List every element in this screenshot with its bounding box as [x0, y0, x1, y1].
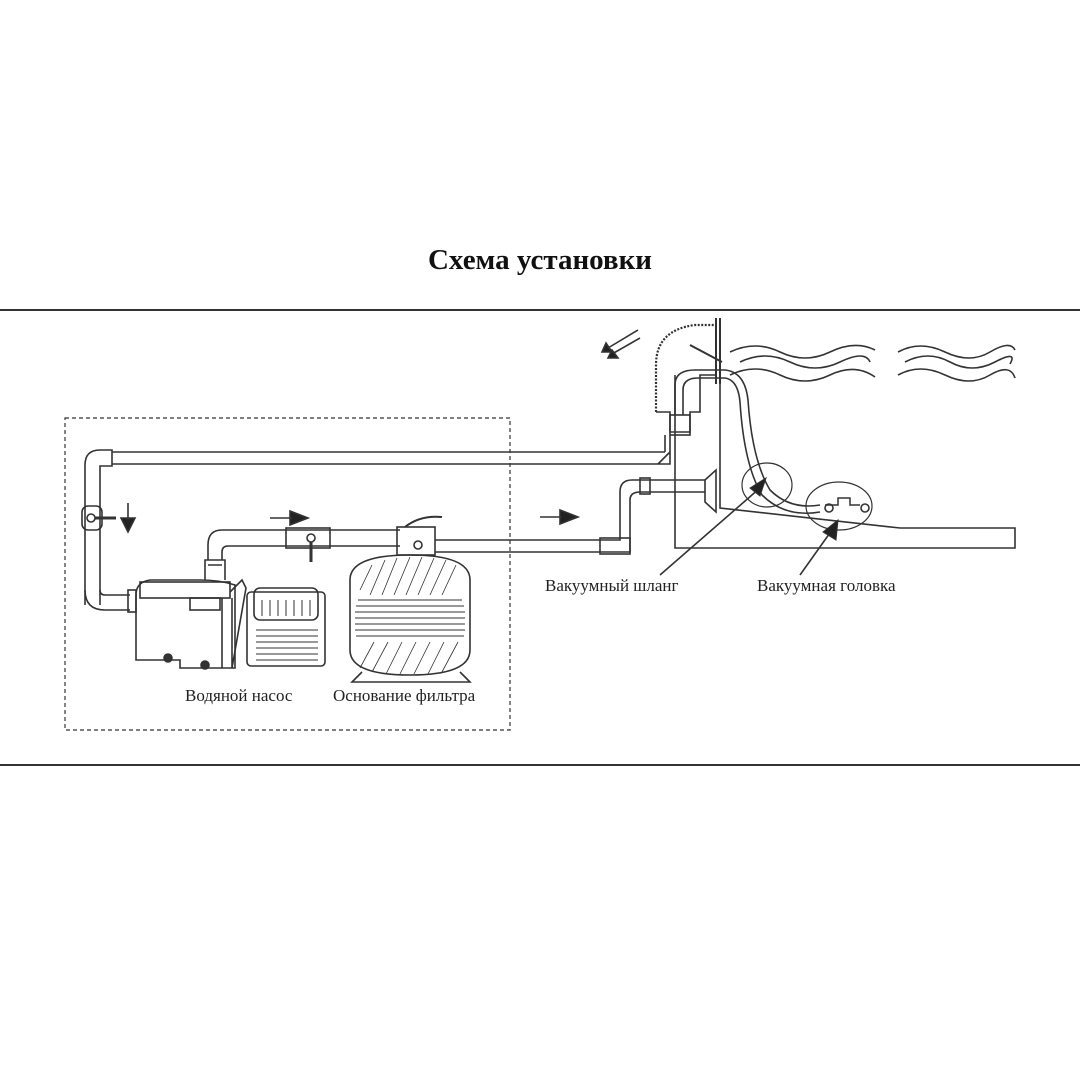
water-waves: [729, 344, 1016, 382]
label-filter-base: Основание фильтра: [333, 686, 476, 705]
arrow-down-icon: [119, 503, 137, 534]
valve-icon: [306, 533, 316, 562]
leader-arrows: [659, 476, 839, 576]
filter-outlet-pipe: [435, 468, 717, 555]
airflow-arrows-icon: [600, 329, 641, 359]
pool-outline: [674, 375, 1016, 549]
arrow-right-icon: [270, 509, 311, 527]
vacuum-hose-icon: [674, 369, 873, 531]
diagram-title: Схема установки: [427, 244, 653, 276]
label-vacuum-head: Вакуумная головка: [757, 576, 896, 595]
label-water-pump: Водяной насос: [185, 686, 293, 705]
water-pump-icon: [135, 559, 326, 670]
skimmer-icon: [654, 318, 723, 436]
label-vacuum-hose: Вакуумный шланг: [545, 576, 679, 595]
equipment-dashed-box: [64, 417, 511, 731]
arrow-right-icon: [540, 508, 581, 526]
valve-icon: [81, 505, 116, 531]
sand-filter-icon: [349, 515, 472, 683]
pump-outlet-pipe: [207, 527, 400, 560]
